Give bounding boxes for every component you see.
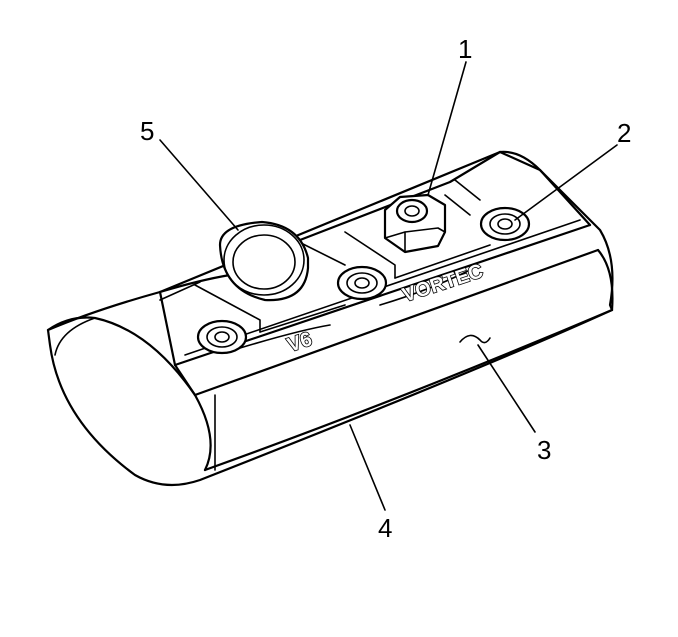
callout-5: 5 [140,116,154,146]
leader-5 [159,139,239,231]
callout-1: 1 [458,34,472,64]
surface-mark [459,334,491,344]
oil-fill-opening [218,220,310,302]
bolt-boss-right [479,206,531,242]
leader-1 [427,61,467,196]
pcv-fitting [383,193,447,254]
leader-4 [349,424,386,511]
bolt-boss-left [196,319,248,355]
leader-2 [514,144,618,221]
callout-4: 4 [378,513,392,543]
callout-3: 3 [537,435,551,465]
bolt-boss-center [336,265,388,301]
engine-cover [46,150,614,487]
callout-2: 2 [617,118,631,148]
leader-3 [477,344,536,433]
leader-lines [159,61,618,511]
